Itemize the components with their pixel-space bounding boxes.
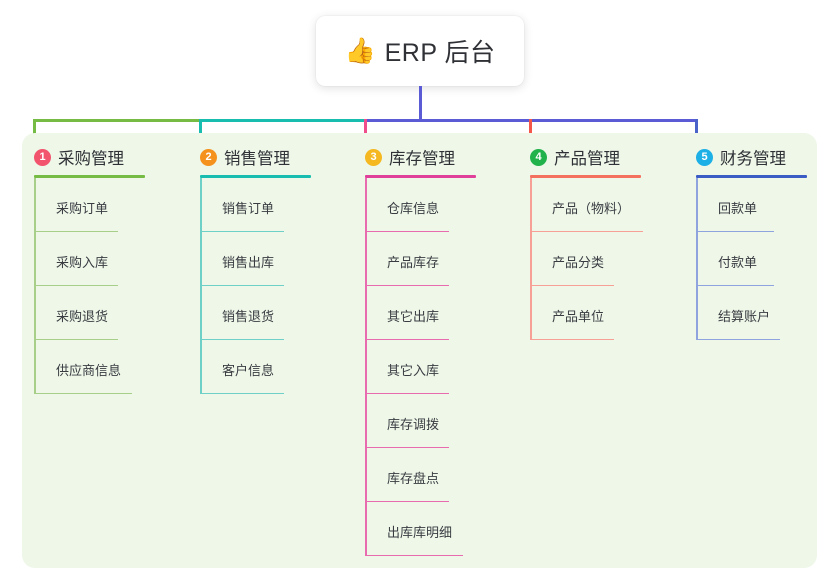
drop-connector-3 — [363, 119, 367, 145]
branch-item-underline — [365, 392, 449, 394]
thumbs-up-icon: 👍 — [344, 36, 376, 65]
branch-index-badge: 4 — [530, 149, 547, 166]
branch-item-underline — [365, 446, 449, 448]
branch-title-label: 产品管理 — [554, 150, 620, 168]
branch-item-label: 结算账户 — [718, 309, 771, 324]
branch-item-underline — [200, 284, 284, 286]
root-node-label: ERP 后台 — [384, 39, 496, 67]
branch-spine — [200, 178, 202, 394]
branch-item-label: 库存盘点 — [387, 471, 440, 486]
branch-item-label: 销售出库 — [222, 255, 275, 270]
branch-item-underline — [365, 554, 463, 556]
branch-item-underline — [530, 284, 614, 286]
trunk-connector — [418, 86, 422, 122]
branch-item-underline — [696, 284, 774, 286]
branch-item-label: 其它出库 — [387, 309, 440, 324]
branch-item-underline — [365, 230, 449, 232]
branch-item-label: 销售订单 — [222, 201, 275, 216]
branch-item-underline — [365, 284, 449, 286]
branch-item-label: 产品分类 — [552, 255, 605, 270]
branch-item-underline — [696, 230, 774, 232]
branch-item-label: 出库库明细 — [387, 525, 453, 540]
branch-header-underline — [696, 175, 807, 178]
branch-header-underline — [200, 175, 311, 178]
branch-item-label: 采购入库 — [56, 255, 109, 270]
branch-item-label: 其它入库 — [387, 363, 440, 378]
branch-item-label: 供应商信息 — [56, 363, 122, 378]
branch-item-label: 回款单 — [718, 201, 758, 216]
branch-header-underline — [365, 175, 476, 178]
branch-item-underline — [34, 392, 132, 394]
branch-item-label: 产品（物料） — [552, 201, 631, 216]
drop-connector-5 — [694, 119, 698, 145]
branch-item-underline — [696, 338, 780, 340]
branch-item-underline — [365, 500, 449, 502]
branch-index-badge: 3 — [365, 149, 382, 166]
branch-item-underline — [200, 338, 284, 340]
branch-index-badge: 1 — [34, 149, 51, 166]
branch-item-underline — [34, 338, 118, 340]
branch-header-underline — [34, 175, 145, 178]
branch-item-label: 产品库存 — [387, 255, 440, 270]
branch-item-label: 采购退货 — [56, 309, 109, 324]
drop-connector-2 — [198, 119, 202, 145]
drop-connector-1 — [32, 119, 36, 145]
branch-spine — [365, 178, 367, 556]
branch-item-underline — [365, 338, 449, 340]
branch-item-underline — [34, 284, 118, 286]
branch-item-underline — [530, 230, 643, 232]
branch-title-label: 财务管理 — [720, 150, 786, 168]
branch-item-underline — [530, 338, 614, 340]
branch-item-label: 付款单 — [718, 255, 758, 270]
branch-item-underline — [200, 392, 284, 394]
bus-segment-1 — [32, 119, 200, 122]
branch-spine — [530, 178, 532, 340]
branch-spine — [34, 178, 36, 394]
branch-item-label: 库存调拨 — [387, 417, 440, 432]
branch-title-label: 采购管理 — [58, 150, 124, 168]
branch-item-label: 仓库信息 — [387, 201, 440, 216]
branch-header-underline — [530, 175, 641, 178]
branch-item-label: 产品单位 — [552, 309, 605, 324]
bus-segment-2 — [198, 119, 365, 122]
branch-title-label: 库存管理 — [389, 150, 455, 168]
branch-title-label: 销售管理 — [224, 150, 290, 168]
branch-item-label: 采购订单 — [56, 201, 109, 216]
branch-index-badge: 5 — [696, 149, 713, 166]
branch-index-badge: 2 — [200, 149, 217, 166]
branch-item-underline — [200, 230, 284, 232]
branches-panel — [22, 133, 817, 568]
branch-item-label: 客户信息 — [222, 363, 275, 378]
drop-connector-4 — [528, 119, 532, 145]
root-node-erp-backend[interactable]: 👍 ERP 后台 — [316, 16, 524, 86]
branch-item-label: 销售退货 — [222, 309, 275, 324]
branch-spine — [696, 178, 698, 340]
branch-item-underline — [34, 230, 118, 232]
